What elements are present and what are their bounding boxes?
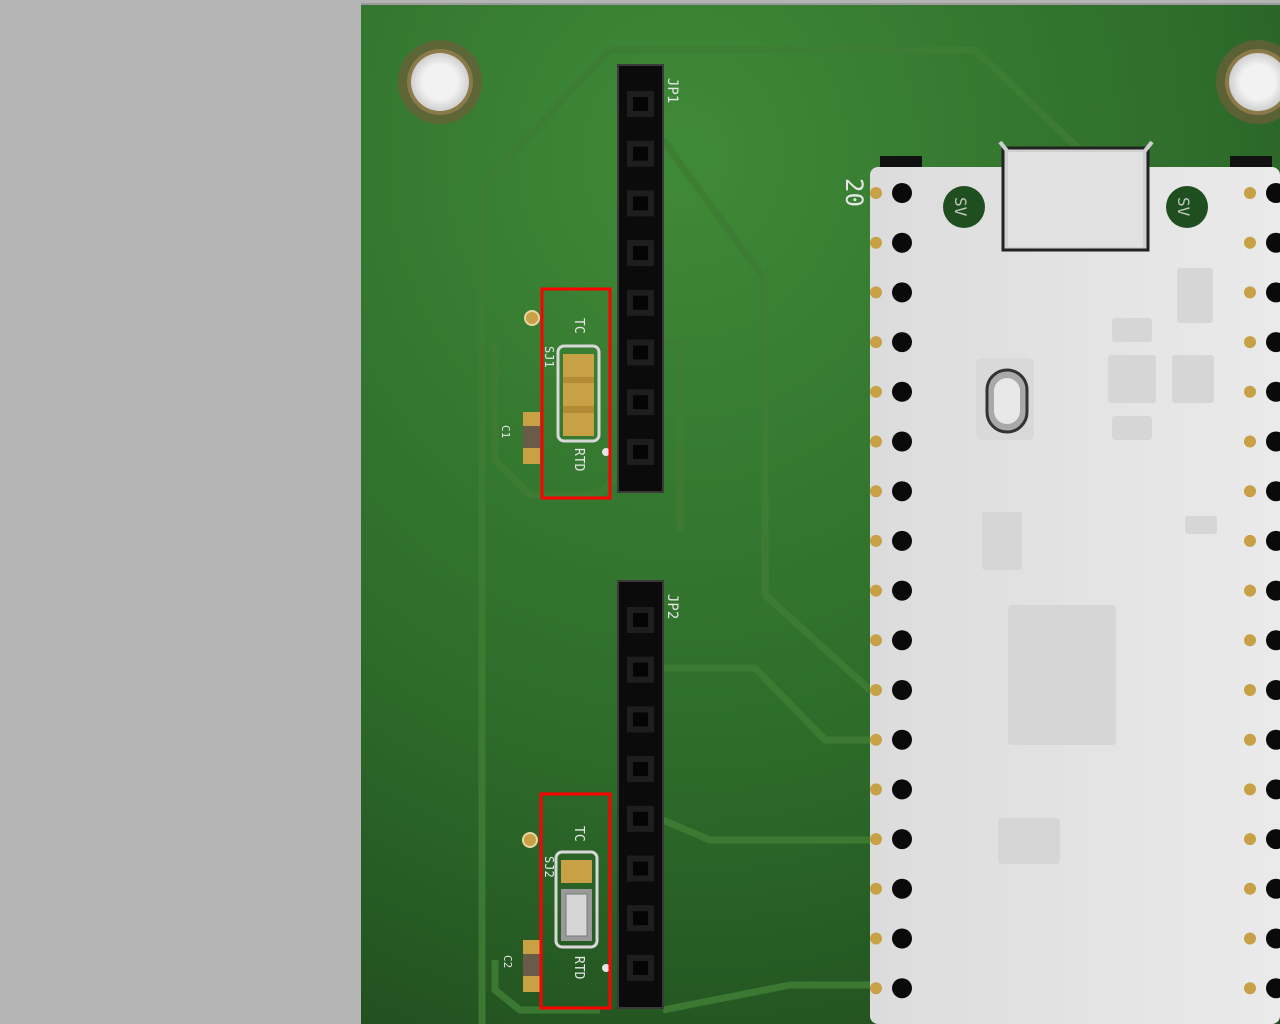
header-pin xyxy=(627,389,654,416)
module-pin xyxy=(870,878,912,899)
module-button-left: SV xyxy=(943,186,985,228)
module-pin xyxy=(870,680,912,700)
capacitor-ref-label: C2 xyxy=(501,955,514,968)
module-pin xyxy=(1244,580,1280,601)
module-switch xyxy=(976,358,1034,440)
module-pin xyxy=(1244,829,1280,850)
header-pin xyxy=(627,240,654,267)
header-jp1: JP1 xyxy=(617,64,680,493)
header-pin xyxy=(627,756,654,783)
module-pin xyxy=(1244,183,1280,203)
header-pin xyxy=(627,805,654,832)
module-pin xyxy=(870,481,912,502)
header-jp2: JP2 xyxy=(617,580,680,1009)
microcontroller-module: SV SV 20 xyxy=(840,140,1280,1024)
module-pin xyxy=(870,431,912,452)
module-button-right: SV xyxy=(1166,186,1208,228)
header-pin xyxy=(627,91,654,117)
via xyxy=(524,310,540,326)
module-pin xyxy=(1244,630,1280,651)
module-pin xyxy=(1244,978,1280,999)
header-pin xyxy=(627,905,654,932)
module-pin xyxy=(1244,729,1280,750)
jumper-top-label: TC xyxy=(571,826,586,842)
highlight-box-sj1 xyxy=(540,287,612,500)
header-ref-label: JP2 xyxy=(664,594,680,619)
module-pin xyxy=(870,630,912,651)
module-pin xyxy=(1244,282,1280,303)
module-pin xyxy=(870,729,912,750)
module-pin xyxy=(870,183,912,203)
header-pin xyxy=(627,289,654,316)
header-pin xyxy=(627,656,654,683)
via xyxy=(522,832,538,848)
button-label: SV xyxy=(1174,197,1193,217)
capacitor-ref-label: C1 xyxy=(499,425,512,438)
module-pin xyxy=(1244,878,1280,899)
module-pin xyxy=(870,530,912,551)
module-pin xyxy=(870,381,912,402)
module-pin xyxy=(1244,779,1280,800)
capacitor-c2: C2 xyxy=(501,940,540,992)
highlight-box-sj2 xyxy=(539,792,612,1010)
solder-jumper-sj1: TC SJ1 RTD xyxy=(524,310,610,472)
jumper-ref-label: SJ2 xyxy=(542,856,556,878)
module-pin xyxy=(870,829,912,850)
module-pin xyxy=(1244,232,1280,253)
module-pin xyxy=(870,978,912,999)
module-pin xyxy=(1244,381,1280,402)
jumper-bottom-label: RTD xyxy=(571,448,586,472)
button-label: SV xyxy=(951,197,970,217)
header-pins xyxy=(627,91,654,465)
module-pin xyxy=(1244,481,1280,502)
module-pin xyxy=(870,332,912,353)
header-pin xyxy=(627,339,654,366)
header-pins xyxy=(627,607,654,981)
header-pin xyxy=(627,954,654,981)
capacitor-c1: C1 xyxy=(499,412,540,464)
module-components xyxy=(982,268,1217,864)
module-pin xyxy=(1244,431,1280,452)
module-pin xyxy=(870,928,912,949)
module-pin xyxy=(870,282,912,303)
pin-number-label: 20 xyxy=(840,178,868,207)
module-pin xyxy=(1244,928,1280,949)
header-pin xyxy=(627,607,654,633)
module-pin xyxy=(870,779,912,800)
solder-jumper-sj2: TC SJ2 RTD xyxy=(522,826,610,980)
module-pin xyxy=(1244,680,1280,700)
header-pin xyxy=(627,706,654,733)
mounting-hole-right xyxy=(1216,40,1280,124)
header-pin xyxy=(627,855,654,882)
header-pin xyxy=(627,438,654,465)
module-pin-rows xyxy=(870,183,1280,999)
jumper-bottom-label: RTD xyxy=(571,956,586,980)
usb-connector xyxy=(998,140,1154,252)
module-pin xyxy=(1244,530,1280,551)
module-pin xyxy=(870,232,912,253)
pcb-traces xyxy=(478,46,1083,1024)
jumper-ref-label: SJ1 xyxy=(542,346,556,368)
header-pin xyxy=(627,140,654,167)
mounting-hole-left xyxy=(398,40,482,124)
module-pin xyxy=(870,580,912,601)
module-pin xyxy=(1244,332,1280,353)
header-ref-label: JP1 xyxy=(664,78,680,103)
jumper-top-label: TC xyxy=(571,318,586,334)
header-pin xyxy=(627,190,654,217)
